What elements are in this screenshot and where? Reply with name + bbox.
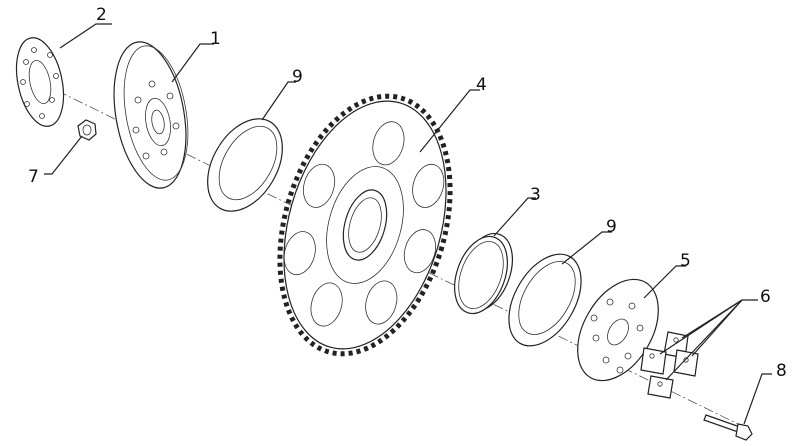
callout-7: 7 <box>28 167 39 187</box>
part-9-friction-ring-right <box>508 253 582 347</box>
part-6-lock-plates <box>640 331 699 399</box>
callout-8: 8 <box>776 361 787 381</box>
callout-4: 4 <box>476 75 487 95</box>
part-1-hub-disc <box>113 41 189 189</box>
callout-2: 2 <box>96 5 107 25</box>
part-4-sprocket <box>277 93 453 357</box>
part-5-pressure-plate <box>577 278 659 382</box>
part-3-spacer-ring <box>454 232 513 315</box>
part-2-flange-plate <box>15 37 65 127</box>
callout-9-left: 9 <box>292 67 303 87</box>
callout-9-right: 9 <box>606 217 617 237</box>
part-7-nut <box>77 119 97 141</box>
part-8-bolt <box>703 414 753 441</box>
leader-lines <box>44 23 772 425</box>
callout-3: 3 <box>530 185 541 205</box>
callout-6: 6 <box>760 287 771 307</box>
part-9-friction-ring-left <box>207 118 283 212</box>
callout-5: 5 <box>680 251 691 271</box>
callout-1: 1 <box>210 29 221 49</box>
